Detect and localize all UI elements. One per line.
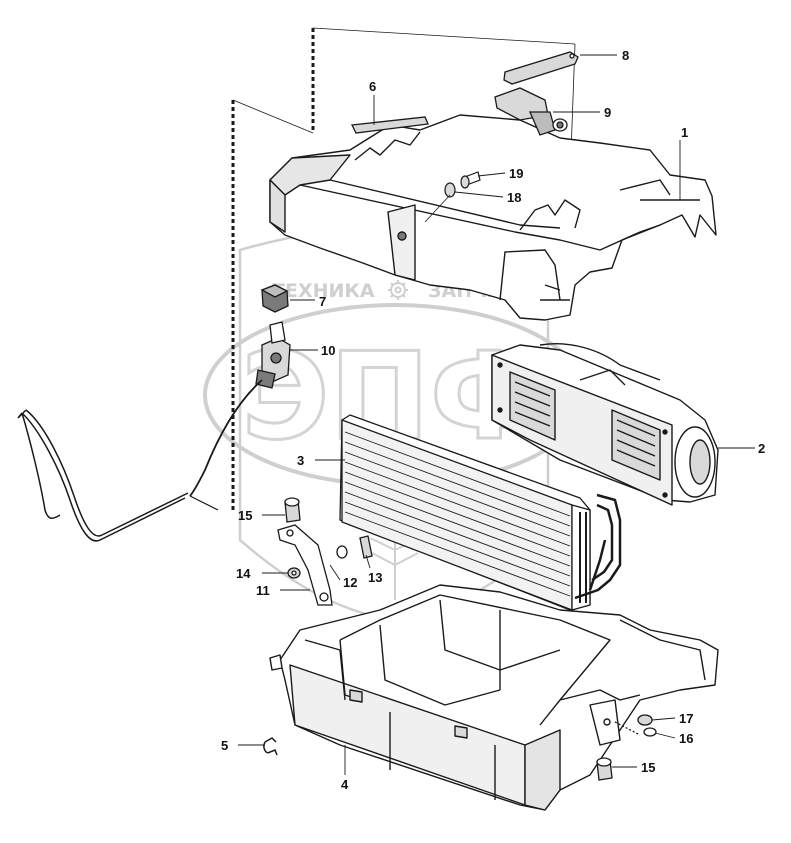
callout-19: 19 [509, 166, 523, 181]
part-lower-tray [269, 584, 719, 811]
callout-5: 5 [221, 738, 228, 753]
part-heater-core [339, 414, 622, 611]
part-bracket-lever [503, 51, 579, 85]
callout-labels: 1 2 3 4 5 6 7 8 9 10 11 12 13 14 15 15 1… [221, 48, 765, 792]
callout-2: 2 [758, 441, 765, 456]
watermark-text-left: ТЕХНИКА [272, 280, 375, 302]
part-valve [494, 87, 568, 136]
callout-14: 14 [236, 566, 251, 581]
callout-17: 17 [679, 711, 693, 726]
gear-icon [388, 280, 408, 300]
part-clip [263, 737, 278, 756]
callout-11: 11 [256, 583, 270, 598]
part-upper-housing [269, 114, 717, 321]
callout-12: 12 [343, 575, 357, 590]
callout-15-top: 15 [238, 508, 252, 523]
part-blower-fan [491, 343, 719, 506]
callout-6: 6 [369, 79, 376, 94]
callout-8: 8 [622, 48, 629, 63]
part-nuts-bottom [596, 714, 657, 781]
part-mount-bracket [277, 497, 373, 606]
callout-18: 18 [507, 190, 521, 205]
callout-leaders [238, 54, 755, 775]
part-strip [351, 116, 429, 134]
part-control-rod [17, 409, 189, 542]
callout-3: 3 [297, 453, 304, 468]
callout-7: 7 [319, 294, 326, 309]
callout-13: 13 [368, 570, 382, 585]
part-knob [260, 284, 289, 313]
callout-16: 16 [679, 731, 693, 746]
callout-9: 9 [604, 105, 611, 120]
part-screw-washer-top [424, 171, 481, 223]
callout-4: 4 [341, 777, 349, 792]
callout-10: 10 [321, 343, 335, 358]
part-control-unit [189, 321, 291, 511]
callout-1: 1 [681, 125, 688, 140]
callout-15-bottom: 15 [641, 760, 655, 775]
